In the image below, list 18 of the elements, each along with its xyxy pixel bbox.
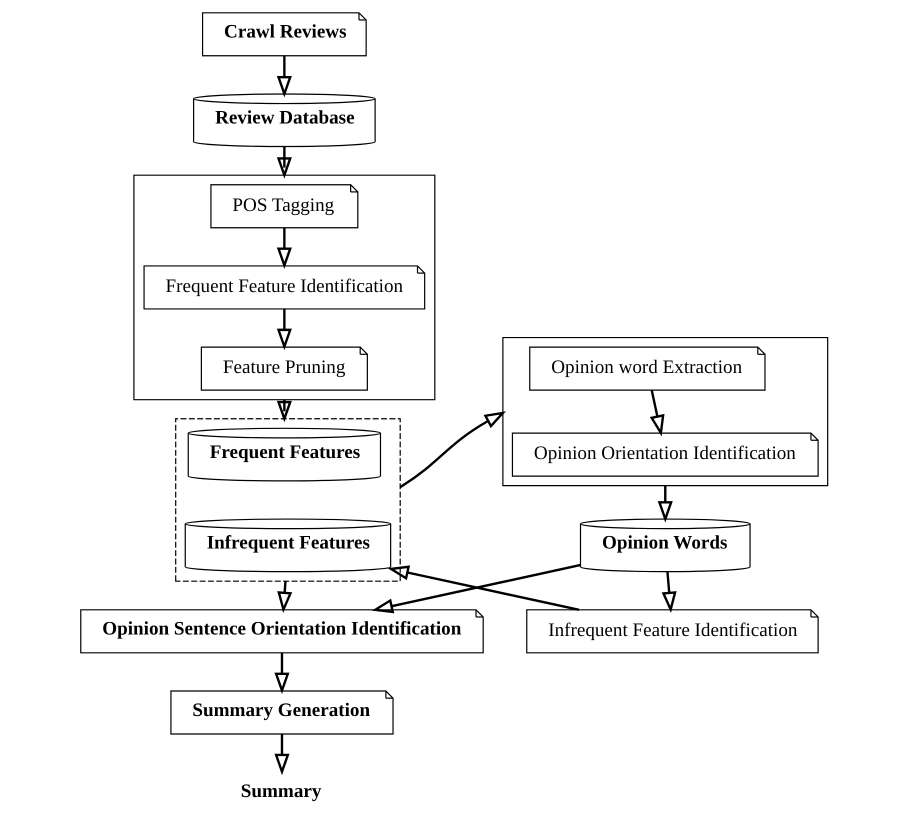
arrow — [371, 564, 580, 614]
cluster — [174, 418, 400, 582]
cluster — [502, 336, 828, 486]
arrow — [274, 734, 290, 776]
arrow — [274, 653, 290, 694]
arrow — [399, 411, 506, 488]
arrow — [649, 390, 664, 437]
arrow — [386, 565, 579, 611]
arrow — [276, 581, 292, 614]
arrow — [661, 572, 676, 614]
arrow — [276, 309, 292, 350]
arrow — [657, 486, 672, 523]
arrow — [276, 56, 292, 98]
cluster — [132, 174, 435, 400]
arrow — [276, 146, 292, 179]
arrow — [276, 228, 292, 270]
node-text: Summary — [240, 781, 321, 802]
arrow — [276, 400, 292, 422]
